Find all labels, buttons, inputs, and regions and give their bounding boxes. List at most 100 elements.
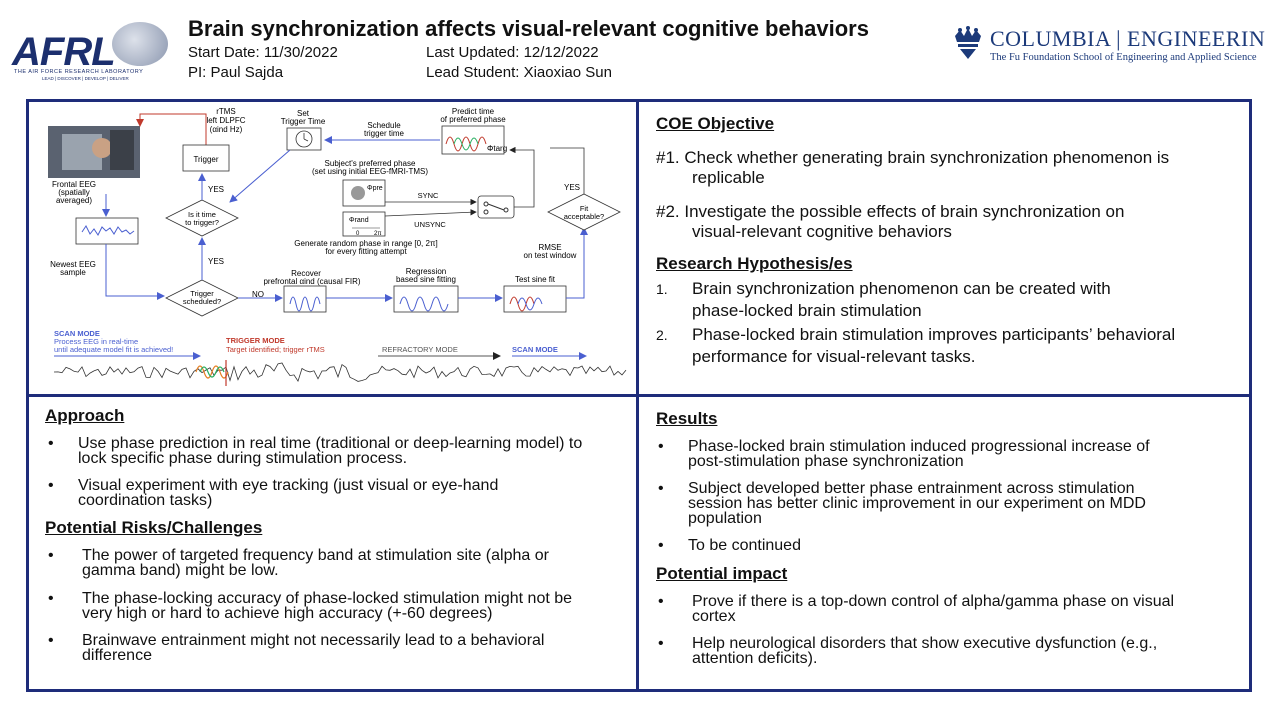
predict-label-2: of preferred phase: [440, 115, 506, 124]
pi-name: PI: Paul Sajda: [188, 64, 284, 81]
bullet-icon: •: [658, 480, 664, 497]
risk-1-line-2: gamma band) might be low.: [82, 562, 279, 579]
preferred-phase-1: Subject's preferred phase: [325, 159, 416, 168]
risk-1-line-1: The power of targeted frequency band at …: [82, 547, 549, 564]
phi-targ-label: Φtarg: [487, 144, 507, 153]
trigger-scheduled-2: scheduled?: [183, 297, 221, 306]
test-sine-box: [503, 285, 567, 313]
afrl-logo: AFRL THE AIR FORCE RESEARCH LABORATORY L…: [12, 22, 172, 82]
results-heading: Results: [656, 409, 718, 428]
hypothesis-1-line-1: Brain synchronization phenomenon can be …: [692, 279, 1111, 298]
bullet-icon: •: [48, 632, 54, 649]
no-label: NO: [252, 290, 264, 299]
recover-box: [283, 285, 327, 313]
impact-heading: Potential impact: [656, 564, 788, 583]
result-2-line-3: population: [688, 510, 762, 527]
predict-label-1: Predict time: [452, 107, 495, 116]
left-dlpfc-label: left DLPFC: [206, 116, 245, 125]
yes-label-3: YES: [564, 183, 580, 192]
approach-1-line-1: Use phase prediction in real time (tradi…: [78, 435, 583, 452]
trigger-scheduled-1: Trigger: [190, 289, 214, 298]
unsync-label: UNSYNC: [414, 220, 446, 229]
objective-item-1: #1. Check whether generating brain synch…: [656, 148, 1169, 188]
frontal-eeg-2: (spatially: [58, 188, 90, 197]
scan-desc-2: until adequate model fit is achieved!: [54, 345, 173, 354]
two-pi-label: 2π: [374, 231, 381, 237]
set-trigger-label-2: Trigger Time: [281, 117, 326, 126]
objective-item-2: #2. Investigate the possible effects of …: [656, 202, 1124, 242]
page-title: Brain synchronization affects visual-rel…: [188, 16, 869, 41]
refractory-mode-label: REFRACTORY MODE: [382, 345, 458, 354]
trigger-box: [182, 144, 230, 172]
is-it-time-diamond: [165, 199, 239, 237]
objective-heading: COE Objective: [656, 114, 775, 133]
approach-1-line-2: lock specific phase during stimulation p…: [78, 450, 408, 467]
rmse-2: on test window: [524, 251, 577, 260]
sync-label: SYNC: [418, 191, 439, 200]
approach-2-line-1: Visual experiment with eye tracking (jus…: [78, 477, 499, 494]
afrl-logo-text: AFRL: [12, 30, 116, 74]
alpha-ind-label: (αind Hz): [210, 125, 243, 134]
risk-3-line-2: difference: [82, 647, 152, 664]
columbia-logo-text: COLUMBIA | ENGINEERING: [990, 26, 1266, 51]
risk-2-line-2: very high or hard to achieve high accura…: [82, 605, 493, 622]
hypothesis-1-line-2: phase-locked brain stimulation: [692, 301, 922, 320]
is-it-time-1: Is it time: [188, 210, 216, 219]
phi-pre-label: Φpre: [367, 185, 383, 192]
newest-eeg-1: Newest EEG: [50, 260, 96, 269]
scan-desc-1: Process EEG in real-time: [54, 337, 138, 346]
hypothesis-2-line-1: Phase-locked brain stimulation improves …: [692, 325, 1176, 344]
eeg-trace: [53, 362, 627, 383]
newest-eeg-2: sample: [60, 268, 86, 277]
frontal-eeg-3: averaged): [56, 196, 92, 205]
risk-3-line-1: Brainwave entrainment might not necessar…: [82, 632, 545, 649]
result-2-line-1: Subject developed better phase entrainme…: [688, 480, 1135, 497]
horizontal-divider: [26, 394, 1252, 397]
closed-loop-diagram: rTMS left DLPFC (αind Hz) Trigger Set Tr…: [40, 104, 630, 392]
preferred-phase-2: (set using initial EEG-fMRI-TMS): [312, 167, 428, 176]
scan-mode-label: SCAN MODE: [54, 329, 100, 338]
hypothesis-2-line-2: performance for visual-relevant tasks.: [692, 347, 976, 366]
bullet-icon: •: [48, 435, 54, 452]
regression-box: [393, 285, 459, 313]
risks-heading: Potential Risks/Challenges: [45, 518, 263, 537]
bullet-icon: •: [48, 477, 54, 494]
eeg-box: [75, 217, 139, 245]
trigger-desc: Target identified; trigger rTMS: [226, 345, 325, 354]
diagram-svg: rTMS left DLPFC (αind Hz) Trigger Set Tr…: [48, 107, 627, 386]
trigger-mode-label: TRIGGER MODE: [226, 336, 285, 345]
objective-item-1-line-1: #1. Check whether generating brain synch…: [656, 148, 1170, 167]
hypothesis-number-1: 1.: [656, 281, 668, 297]
afrl-motto: LEAD | DISCOVER | DEVELOP | DELIVER: [42, 76, 129, 81]
phi-rand-box: [342, 211, 386, 237]
objective-item-1-line-2: replicable: [692, 168, 765, 187]
rtms-label: rTMS: [216, 107, 236, 116]
hypothesis-number-2: 2.: [656, 327, 668, 343]
fit-acceptable-diamond: [547, 193, 621, 231]
yes-label-1: YES: [208, 185, 224, 194]
yes-label-2: YES: [208, 257, 224, 266]
trigger-label: Trigger: [193, 155, 218, 164]
afrl-tagline: THE AIR FORCE RESEARCH LABORATORY: [14, 69, 144, 75]
fit-acceptable-1: Fit: [580, 204, 589, 213]
lead-student: Lead Student: Xiaoxiao Sun: [426, 64, 612, 81]
fit-acceptable-2: acceptable?: [564, 212, 604, 221]
impact-2-line-2: attention deficits).: [692, 650, 818, 667]
generate-random-1: Generate random phase in range [0, 2π]: [294, 239, 437, 248]
scan-mode-label-2: SCAN MODE: [512, 345, 558, 354]
schedule-label-1: Schedule: [367, 121, 401, 130]
columbia-school: The Fu Foundation School of Engineering …: [990, 52, 1257, 63]
set-trigger-label-1: Set: [297, 109, 310, 118]
start-date: Start Date: 11/30/2022: [188, 44, 338, 61]
globe-icon: [112, 22, 168, 66]
impact-1-line-1: Prove if there is a top-down control of …: [692, 593, 1175, 610]
risk-2-line-1: The phase-locking accuracy of phase-lock…: [82, 590, 573, 607]
is-it-time-2: to trigger?: [185, 218, 219, 227]
result-1-line-1: Phase-locked brain stimulation induced p…: [688, 438, 1150, 455]
regression-2: based sine fitting: [396, 275, 456, 284]
objective-item-2-line-1: #2. Investigate the possible effects of …: [656, 202, 1125, 221]
regression-1: Regression: [406, 267, 446, 276]
schedule-label-2: trigger time: [364, 129, 405, 138]
phi-rand-label: Φrand: [349, 217, 369, 224]
result-2-line-2: session has better clinic improvement in…: [688, 495, 1146, 512]
